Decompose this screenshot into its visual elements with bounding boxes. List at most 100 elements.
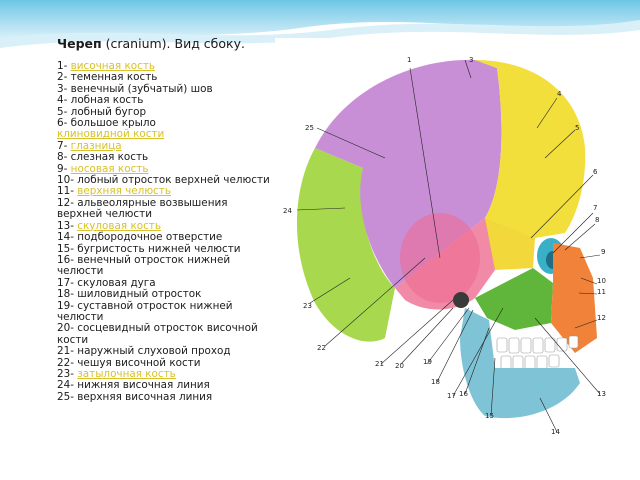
label-6: 6 (593, 168, 598, 176)
legend-item-link[interactable]: затылочная кость (77, 367, 176, 380)
label-13: 13 (597, 390, 606, 398)
legend-item-number: 5- (57, 105, 71, 118)
legend-item-text: альвеолярные возвышения верхней челюсти (57, 196, 228, 221)
legend-item: 11- верхняя челюсть (57, 186, 272, 197)
legend-item-text: шиловидный отросток (77, 288, 202, 301)
legend-item-number: 6- (57, 117, 71, 130)
legend-item: 13- скуловая кость (57, 219, 272, 232)
legend-item-text: большое крыло (70, 117, 156, 130)
legend-item-text: слезная кость (70, 151, 149, 164)
legend-item-text: чешуя височной кости (77, 356, 201, 369)
header-wave-decoration (0, 0, 640, 48)
legend-item-text: лобная кость (70, 94, 144, 107)
legend-item-link[interactable]: глазница (70, 139, 122, 152)
legend-item-number: 10- (57, 174, 78, 187)
label-10: 10 (597, 277, 606, 285)
legend-item-link[interactable]: верхняя челюсть (77, 185, 171, 198)
legend-item-text: суставной отросток нижней челюсти (57, 299, 233, 323)
legend-item-text: лобный бугор (70, 105, 147, 118)
legend-item: 10- лобный отросток верхней челюсти (57, 174, 272, 187)
legend-item-number: 19- (57, 299, 78, 312)
skull-illustration: 1 3 4 5 6 7 8 9 10 11 12 13 14 15 16 17 … (275, 38, 635, 448)
legend-item: 2- теменная кость (57, 72, 272, 83)
legend-item-number: 7- (57, 139, 71, 152)
legend-item-number: 1- (57, 60, 71, 72)
legend-item: 25- верхняя височная линия (57, 390, 272, 403)
slide-title: Череп (cranium). Вид сбоку. (57, 36, 272, 51)
legend-item: 21- наружный слуховой проход (57, 345, 272, 358)
legend-item-text: лобный отросток верхней челюсти (77, 174, 270, 187)
legend-item: 15- бугристость нижней челюсти (57, 242, 272, 255)
legend-item: 19- суставной отросток нижней челюсти (57, 299, 272, 324)
legend-item: 1- височная кость (57, 60, 272, 72)
label-11: 11 (597, 288, 606, 296)
label-24: 24 (283, 207, 292, 215)
legend-item-text: скуловая дуга (77, 276, 156, 289)
label-22: 22 (317, 344, 326, 352)
label-19: 19 (423, 358, 432, 366)
maxilla-region (551, 243, 597, 353)
legend-item-text: теменная кость (70, 71, 158, 84)
legend-item: 8- слезная кость (57, 152, 272, 163)
legend-item-text: бугристость нижней челюсти (77, 242, 241, 255)
legend-item: 3- венечный (зубчатый) шов (57, 82, 272, 95)
legend-item-text: сосцевидный отросток височной кости (57, 322, 258, 346)
label-5: 5 (575, 124, 579, 132)
legend-item: 9- носовая кость (57, 162, 272, 175)
label-21: 21 (375, 360, 384, 368)
zygomatic-bone-region (475, 268, 553, 330)
legend-text-column: Череп (cranium). Вид сбоку. 1- височная … (57, 36, 272, 403)
legend-item-number: 16- (57, 253, 78, 266)
label-9: 9 (601, 248, 605, 256)
label-14: 14 (551, 428, 560, 436)
legend-item-number: 22- (57, 356, 78, 369)
legend-item: 22- чешуя височной кости (57, 356, 272, 369)
legend-item-text: подбородочное отверстие (77, 231, 223, 244)
legend-item-link[interactable]: носовая кость (70, 162, 149, 175)
legend-item-text: венечный отросток нижней челюсти (57, 253, 231, 278)
legend-item-number: 3- (57, 82, 71, 95)
title-bold: Череп (57, 36, 102, 51)
legend-item: 12- альвеолярные возвышения верхней челю… (57, 196, 272, 221)
legend-item-number: 24- (57, 379, 78, 392)
label-17: 17 (447, 392, 456, 400)
teeth (496, 335, 579, 371)
legend-item-link[interactable]: клиновидной кости (57, 128, 165, 141)
legend-item-number: 4- (57, 94, 71, 107)
label-25: 25 (305, 124, 314, 132)
legend-item-number: 11- (57, 185, 78, 198)
label-15: 15 (485, 412, 494, 420)
label-16: 16 (459, 390, 468, 398)
label-4: 4 (557, 90, 562, 98)
label-7: 7 (593, 204, 597, 212)
label-12: 12 (597, 314, 606, 322)
legend-item-number: 17- (57, 276, 78, 289)
legend-item: 14- подбородочное отверстие (57, 231, 272, 244)
legend-item-number: 14- (57, 231, 78, 244)
legend-item-text: венечный (зубчатый) шов (70, 82, 213, 95)
legend-item-text: верхняя височная линия (77, 390, 213, 403)
legend-item-link[interactable]: скуловая кость (77, 219, 161, 232)
title-rest: (cranium). Вид сбоку. (101, 36, 245, 51)
legend-item-number: 8- (57, 151, 71, 164)
label-20: 20 (395, 362, 404, 370)
legend-item-number: 13- (57, 219, 78, 232)
legend-item-number: 9- (57, 162, 71, 175)
legend-item-number: 23- (57, 367, 78, 380)
legend-item: 20- сосцевидный отросток височной кости (57, 323, 272, 346)
figure-labels: 1 3 4 5 6 7 8 9 10 11 12 13 14 15 16 17 … (283, 56, 606, 436)
legend-item: 24- нижняя височная линия (57, 380, 272, 391)
occipital-bone-region (296, 148, 395, 342)
legend-item: 18- шиловидный отросток (57, 288, 272, 301)
ear-canal (453, 292, 469, 308)
legend-item-link[interactable]: височная кость (70, 60, 155, 72)
legend-item: 7- глазница (57, 139, 272, 152)
legend-item-number: 25- (57, 390, 78, 403)
legend-item-text: нижняя височная линия (77, 379, 210, 392)
legend-item-text: наружный слуховой проход (77, 345, 231, 358)
leader-lines (296, 59, 601, 433)
legend-item-number: 18- (57, 288, 78, 301)
